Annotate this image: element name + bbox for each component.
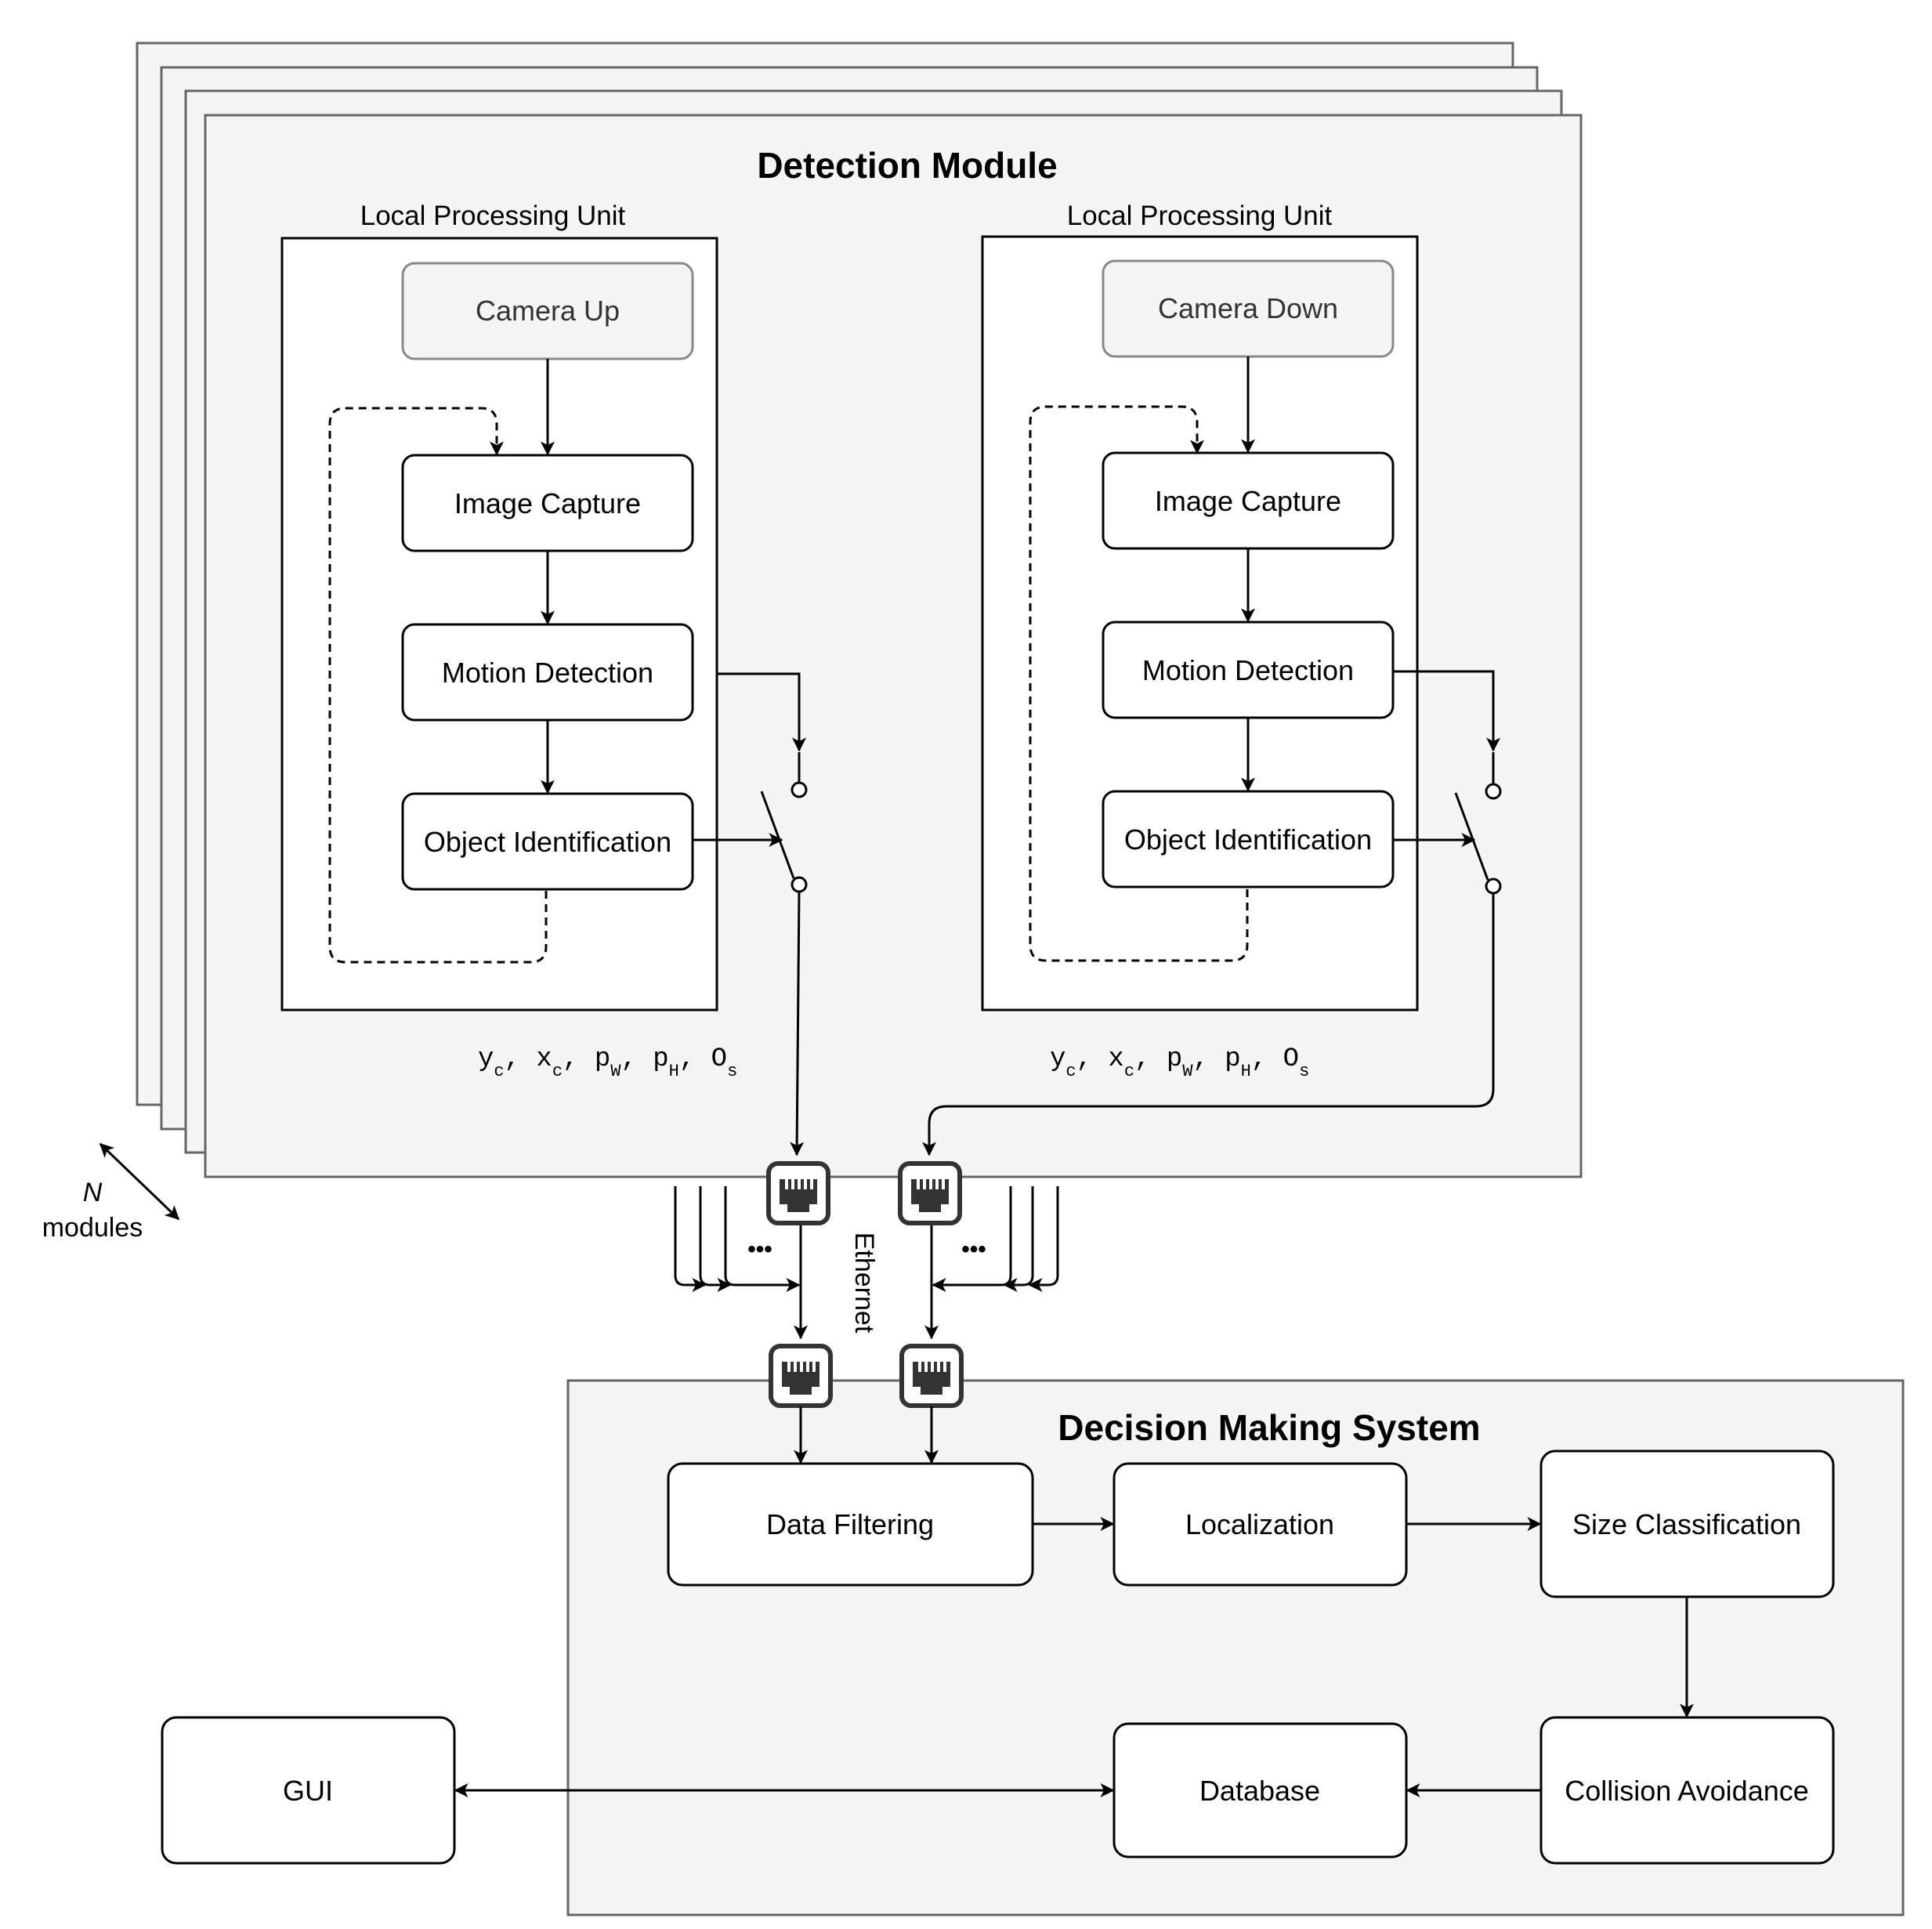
local-processing-unit-up: Local Processing Unit Camera Up Image Ca… xyxy=(280,201,808,1081)
feedback-loop-dashed xyxy=(328,407,548,964)
feedback-loop-dashed xyxy=(1029,405,1249,962)
data-filtering-label: Data Filtering xyxy=(766,1508,934,1540)
n-symbol: N xyxy=(83,1178,103,1207)
ellipsis-right: ••• xyxy=(961,1236,986,1262)
localization-label: Localization xyxy=(1185,1508,1334,1540)
camera-up-label: Camera Up xyxy=(476,295,620,327)
motion-detection-label: Motion Detection xyxy=(1142,654,1354,686)
link-up-to-port xyxy=(790,891,805,1156)
ethernet-port-icon xyxy=(902,1346,961,1406)
image-capture-label: Image Capture xyxy=(454,487,641,519)
ethernet-port-icon xyxy=(769,1164,828,1223)
unit-label: Local Processing Unit xyxy=(360,201,626,231)
ethernet-label: Ethernet xyxy=(849,1232,879,1334)
n-modules-indicator: N modules xyxy=(42,1142,180,1243)
link-down-to-port xyxy=(922,893,1495,1156)
gui-label: GUI xyxy=(283,1775,333,1807)
detection-module-title: Detection Module xyxy=(757,145,1057,186)
camera-down-label: Camera Down xyxy=(1158,292,1338,324)
output-switch xyxy=(693,672,808,893)
motion-detection-label: Motion Detection xyxy=(442,657,653,689)
output-switch xyxy=(1393,670,1502,895)
unit-label: Local Processing Unit xyxy=(1067,201,1333,231)
database-label: Database xyxy=(1199,1775,1320,1807)
ellipsis-left: ••• xyxy=(747,1236,772,1262)
modules-label: modules xyxy=(42,1213,143,1243)
collision-avoidance-label: Collision Avoidance xyxy=(1565,1775,1809,1807)
image-capture-label: Image Capture xyxy=(1155,485,1341,517)
object-identification-block[interactable] xyxy=(401,792,694,891)
ethernet-port-icon xyxy=(771,1346,830,1406)
ethernet-wiring xyxy=(674,1186,1059,1340)
object-identification-label: Object Identification xyxy=(424,826,671,858)
decision-system-title: Decision Making System xyxy=(1058,1407,1480,1448)
object-identification-label: Object Identification xyxy=(1124,823,1372,856)
size-classification-label: Size Classification xyxy=(1572,1508,1801,1540)
ethernet-port-icon xyxy=(900,1164,960,1223)
